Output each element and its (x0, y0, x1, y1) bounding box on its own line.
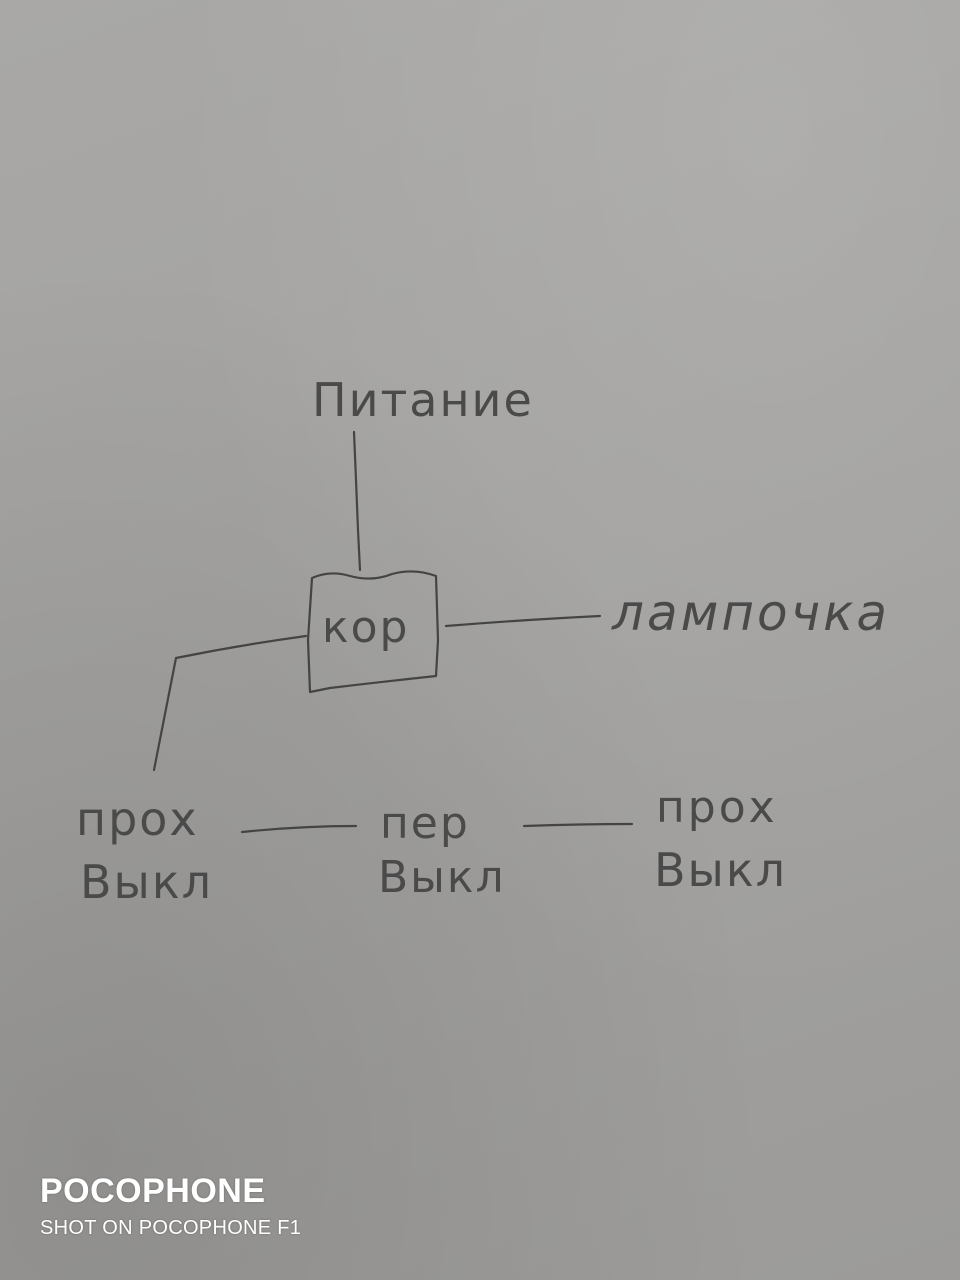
watermark-subtitle: SHOT ON POCOPHONE F1 (40, 1217, 302, 1239)
left-middle-wire (240, 824, 358, 834)
controller-box (306, 570, 440, 694)
switch-left-line1: прох (76, 792, 199, 846)
switch-right-line2: Выкл (654, 843, 787, 897)
left-switch-wire (152, 634, 308, 772)
controller-label: кор (322, 602, 409, 653)
watermark-brand: POCOPHONE (40, 1172, 266, 1210)
switch-left-line2: Выкл (80, 855, 213, 909)
power-wire (352, 430, 362, 572)
middle-right-wire (522, 822, 634, 828)
switch-middle-line1: пер (380, 798, 470, 849)
switch-middle-line2: Выкл (378, 852, 506, 903)
power-label: Питание (312, 373, 534, 427)
switch-right-line1: прох (656, 782, 778, 833)
lamp-label: лампочка (611, 584, 890, 642)
lamp-wire (444, 614, 602, 628)
